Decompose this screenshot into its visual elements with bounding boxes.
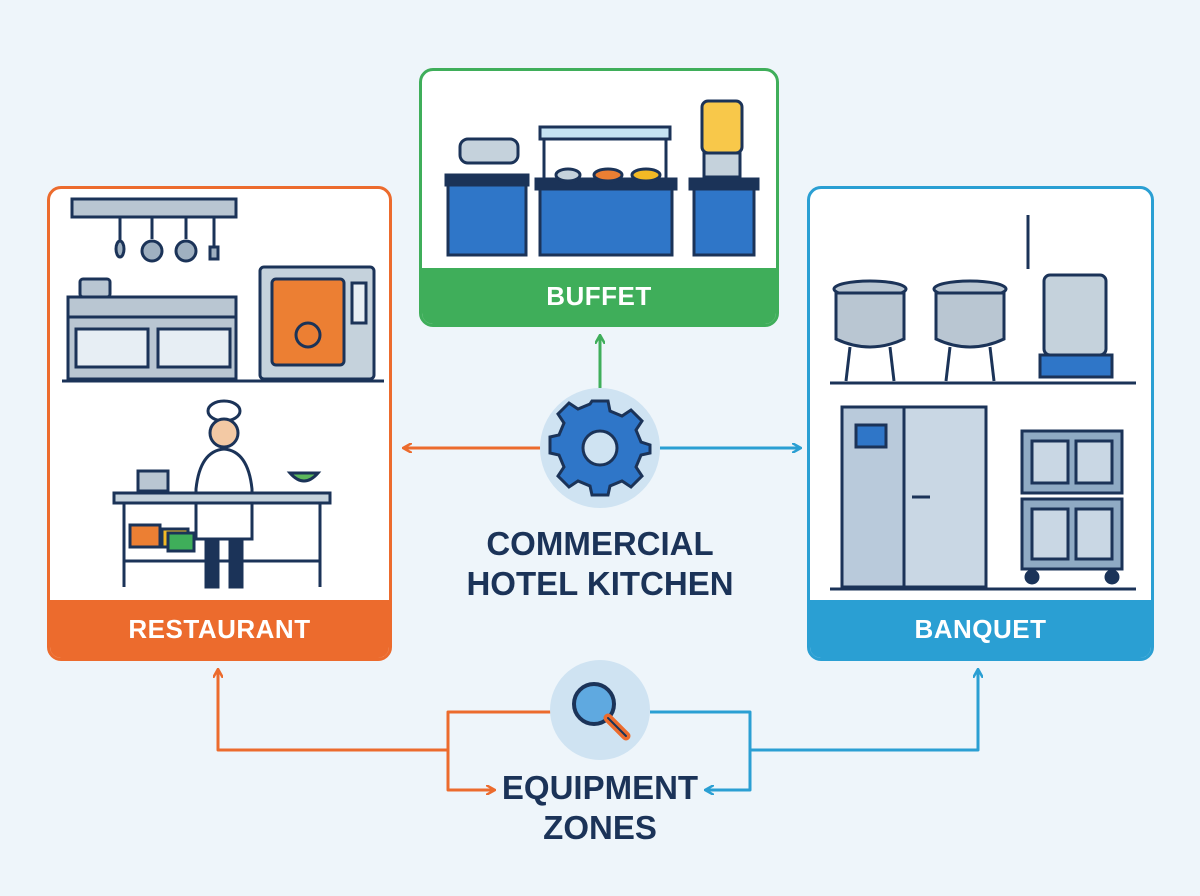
steamer-icon xyxy=(1026,215,1114,379)
arrow-to-zones-left xyxy=(446,750,494,790)
holding-cabinet-icon xyxy=(1020,429,1124,585)
zones-title-line2: ZONES xyxy=(543,809,657,846)
banquet-label: BANQUET xyxy=(810,600,1151,658)
combi-oven-icon xyxy=(258,265,376,381)
range-oven-icon xyxy=(66,295,238,381)
hanging-utensils-icon xyxy=(114,217,220,263)
hub-title-line2: HOTEL KITCHEN xyxy=(466,565,734,602)
chafing-dish-icon xyxy=(444,137,530,257)
range-hood-icon xyxy=(70,197,238,219)
walk-in-cooler-icon xyxy=(840,405,988,589)
serving-counter-icon xyxy=(534,125,678,257)
restaurant-panel: RESTAURANT xyxy=(47,186,392,661)
arrow-to-zones-right xyxy=(706,750,752,790)
beverage-dispenser-icon xyxy=(688,99,760,257)
pot-icon xyxy=(78,277,112,299)
prep-table-icon xyxy=(112,469,332,587)
banquet-illustration xyxy=(830,215,1136,591)
restaurant-illustration xyxy=(62,197,384,589)
arrow-zones-to-restaurant xyxy=(218,670,552,752)
magnifier-icon xyxy=(550,660,650,760)
arrow-zones-to-banquet xyxy=(650,670,978,752)
zones-title-line1: EQUIPMENT xyxy=(501,769,699,806)
steam-kettle-icon xyxy=(832,279,1008,382)
hub-title: COMMERCIAL HOTEL KITCHEN xyxy=(440,524,760,604)
hub-title-line1: COMMERCIAL xyxy=(486,525,714,562)
buffet-panel: BUFFET xyxy=(419,68,779,327)
zones-title: EQUIPMENT ZONES xyxy=(460,768,740,848)
restaurant-label: RESTAURANT xyxy=(50,600,389,658)
buffet-illustration xyxy=(444,99,760,257)
banquet-panel: BANQUET xyxy=(807,186,1154,661)
buffet-label: BUFFET xyxy=(422,268,776,324)
gear-icon xyxy=(540,388,660,508)
